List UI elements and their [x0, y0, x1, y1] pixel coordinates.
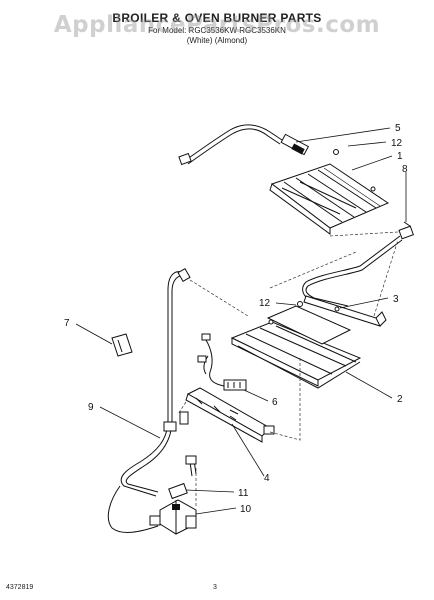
- burner-bracket-part-4[interactable]: [179, 387, 275, 443]
- gas-tube-part-9[interactable]: [107, 267, 191, 533]
- callout-12-top: 12: [391, 138, 403, 149]
- bake-burner-part-2[interactable]: [230, 301, 362, 389]
- callout-3: 3: [393, 294, 399, 305]
- bake-burner-tube-part-3[interactable]: [303, 295, 387, 327]
- wire-harness-part-6[interactable]: [197, 333, 247, 391]
- orifice-part-8[interactable]: [398, 221, 414, 240]
- callout-7: 7: [64, 318, 70, 329]
- callout-4: 4: [264, 473, 270, 484]
- callout-8: 8: [402, 164, 408, 175]
- diagram-title: BROILER & OVEN BURNER PARTS: [112, 11, 322, 25]
- callout-12-mid: 12: [259, 298, 271, 309]
- page-number: 3: [213, 584, 217, 591]
- callout-10: 10: [240, 504, 252, 515]
- model-line: For Model: RGC3536KW RGC3536KN: [148, 26, 286, 35]
- callout-leaders: [75, 127, 407, 515]
- callout-5: 5: [395, 123, 401, 134]
- connector-part-7[interactable]: [111, 333, 133, 357]
- assembly-guides: [177, 231, 399, 508]
- callout-11: 11: [238, 488, 249, 499]
- ignitor-part-5[interactable]: [178, 124, 310, 166]
- callout-9: 9: [88, 402, 94, 413]
- callout-6: 6: [272, 397, 278, 408]
- fitting-part-11[interactable]: [168, 455, 197, 500]
- valve-part-10[interactable]: [149, 499, 197, 535]
- callout-labels: 5 12 1 8 3 12 7 2 6 9 4 11 10: [64, 123, 408, 515]
- broil-burner-part-1[interactable]: [269, 149, 390, 235]
- callout-1: 1: [397, 151, 403, 162]
- gas-tube: [302, 235, 403, 311]
- document-number: 4372819: [6, 584, 34, 591]
- color-line: (White) (Almond): [186, 36, 248, 45]
- watermark-logo: AppliancePartsPros.com: [53, 12, 381, 38]
- callout-2: 2: [397, 394, 403, 405]
